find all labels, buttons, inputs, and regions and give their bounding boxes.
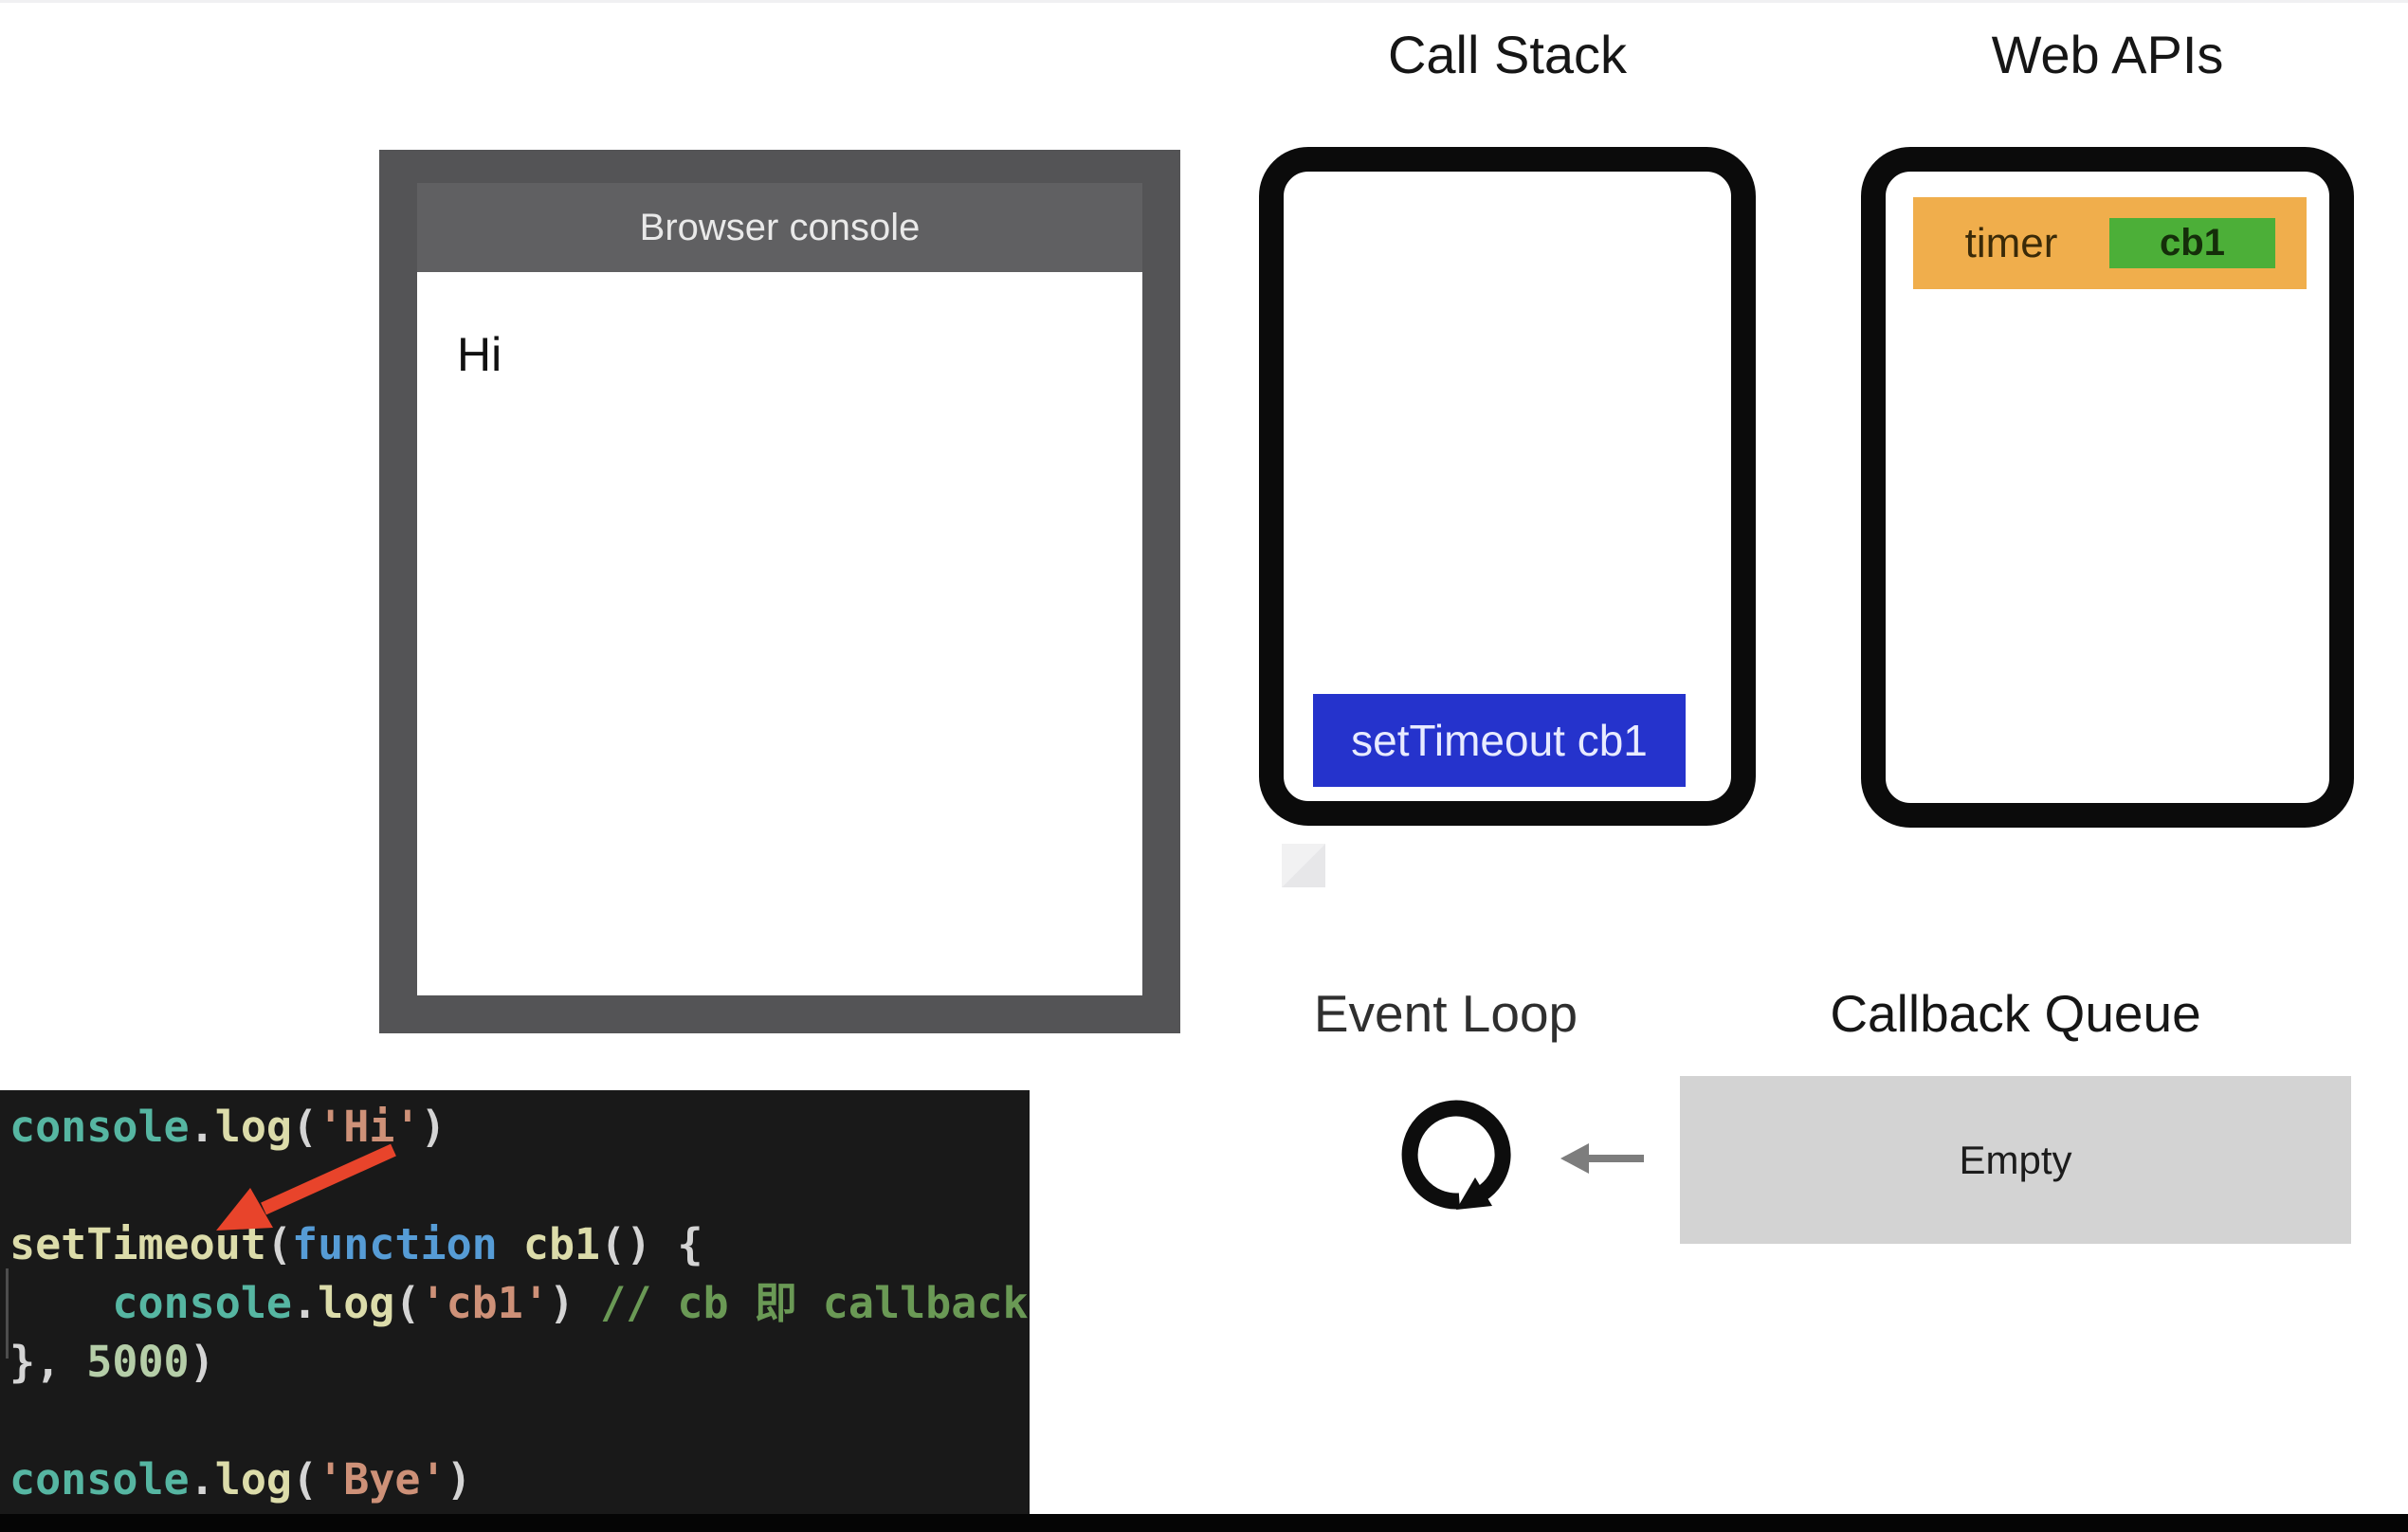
indent-guide xyxy=(6,1268,9,1359)
callback-queue-title: Callback Queue xyxy=(1830,984,2201,1043)
code-line xyxy=(9,1157,1030,1215)
stack-frame-settimeout-cb1: setTimeout cb1 xyxy=(1313,694,1686,787)
bottom-black-bar xyxy=(0,1514,2408,1532)
timer-item: timer cb1 xyxy=(1913,197,2307,289)
queue-to-loop-arrow-icon xyxy=(1560,1143,1644,1174)
callback-queue-box: Empty xyxy=(1680,1076,2351,1244)
watermark-artifact xyxy=(1282,844,1325,887)
event-loop-icon xyxy=(1401,1100,1511,1210)
red-arrow-icon xyxy=(216,1143,396,1231)
callback-queue-state: Empty xyxy=(1959,1137,2072,1182)
top-divider xyxy=(0,0,2408,3)
browser-console-titlebar: Browser console xyxy=(417,183,1142,272)
code-line: setTimeout(function cb1() { xyxy=(9,1219,703,1269)
code-panel: console.log('Hi') setTimeout(function cb… xyxy=(0,1090,1030,1514)
code-block: console.log('Hi') setTimeout(function cb… xyxy=(9,1098,1030,1509)
code-line: }, 5000) xyxy=(9,1337,215,1387)
web-apis-title: Web APIs xyxy=(1991,25,2224,84)
event-loop-title: Event Loop xyxy=(1313,984,1578,1043)
call-stack-title: Call Stack xyxy=(1387,25,1628,84)
code-line xyxy=(9,1392,1030,1450)
stack-frame-label: setTimeout cb1 xyxy=(1351,716,1648,765)
code-line: console.log('Hi') xyxy=(9,1102,447,1152)
code-line: console.log('cb1') // cb 即 callback xyxy=(112,1278,1029,1328)
timer-label: timer xyxy=(1964,219,2058,266)
code-line: console.log('Bye') xyxy=(9,1454,472,1505)
browser-console-title: Browser console xyxy=(639,206,921,248)
console-log-line: Hi xyxy=(457,328,502,381)
browser-console-output: Hi xyxy=(417,272,1142,995)
cb1-badge: cb1 xyxy=(2109,218,2275,268)
browser-console-window: Browser console Hi xyxy=(379,150,1180,1033)
